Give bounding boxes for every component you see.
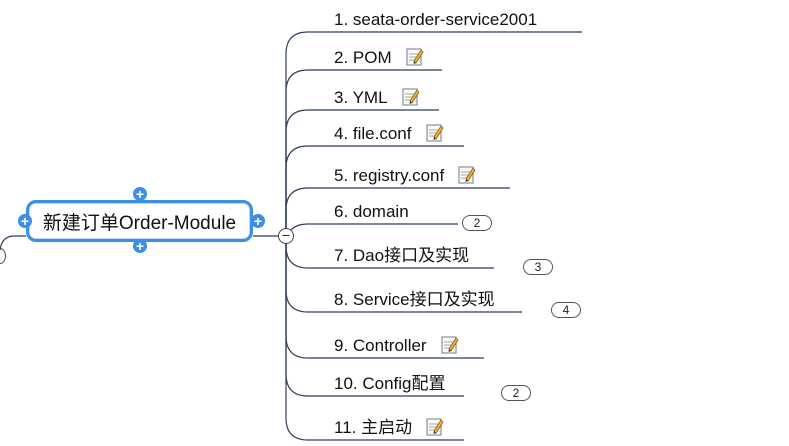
branch-line	[285, 31, 582, 236]
subtopic[interactable]: 1. seata-order-service2001	[334, 6, 537, 30]
note-icon[interactable]	[441, 335, 459, 354]
subtopic-label: 5. registry.conf	[334, 166, 445, 185]
subtopic[interactable]: 4. file.conf	[334, 120, 444, 144]
note-icon[interactable]	[426, 417, 444, 436]
branch-line	[285, 69, 442, 236]
branch-line	[285, 145, 464, 236]
expand-top-icon[interactable]: +	[133, 187, 147, 201]
subtopic-label: 6. domain	[334, 202, 409, 221]
collapsed-count-badge[interactable]: 3	[523, 259, 553, 275]
note-icon[interactable]	[458, 165, 476, 184]
collapsed-count-badge[interactable]: 2	[501, 385, 531, 401]
branch-line	[285, 236, 464, 441]
subtopic[interactable]: 3. YML	[334, 84, 420, 108]
subtopic-label: 9. Controller	[334, 336, 427, 355]
collapsed-count-badge[interactable]: 4	[551, 302, 581, 318]
subtopic-label: 4. file.conf	[334, 124, 412, 143]
expand-right-icon[interactable]: +	[251, 214, 265, 228]
expand-left-icon[interactable]: +	[18, 214, 32, 228]
subtopic[interactable]: 2. POM	[334, 44, 424, 68]
branch-line	[285, 109, 439, 236]
expand-bottom-icon[interactable]: +	[133, 239, 147, 253]
note-icon[interactable]	[426, 123, 444, 142]
subtopic-label: 10. Config配置	[334, 374, 446, 393]
subtopic-label: 2. POM	[334, 48, 392, 67]
subtopic[interactable]: 11. 主启动	[334, 414, 444, 438]
subtopic[interactable]: 8. Service接口及实现	[334, 286, 495, 310]
collapse-branch-button[interactable]: −	[278, 228, 294, 244]
central-topic-label: 新建订单Order-Module	[42, 212, 237, 234]
subtopic-label: 1. seata-order-service2001	[334, 10, 538, 29]
note-icon[interactable]	[406, 47, 424, 66]
subtopic[interactable]: 6. domain	[334, 198, 409, 222]
subtopic[interactable]: 5. registry.conf	[334, 162, 476, 186]
collapsed-count-badge[interactable]: 2	[462, 215, 492, 231]
subtopic[interactable]: 9. Controller	[334, 332, 459, 356]
subtopic-label: 3. YML	[334, 88, 388, 107]
subtopic-label: 11. 主启动	[334, 418, 413, 437]
subtopic[interactable]: 7. Dao接口及实现	[334, 242, 469, 266]
subtopic[interactable]: 10. Config配置	[334, 370, 446, 394]
parent-line	[0, 235, 26, 251]
subtopic-label: 8. Service接口及实现	[334, 290, 495, 309]
note-icon[interactable]	[402, 87, 420, 106]
branch-line	[285, 187, 510, 236]
subtopic-label: 7. Dao接口及实现	[334, 246, 470, 265]
central-topic[interactable]: 新建订单Order-Module	[26, 200, 253, 242]
